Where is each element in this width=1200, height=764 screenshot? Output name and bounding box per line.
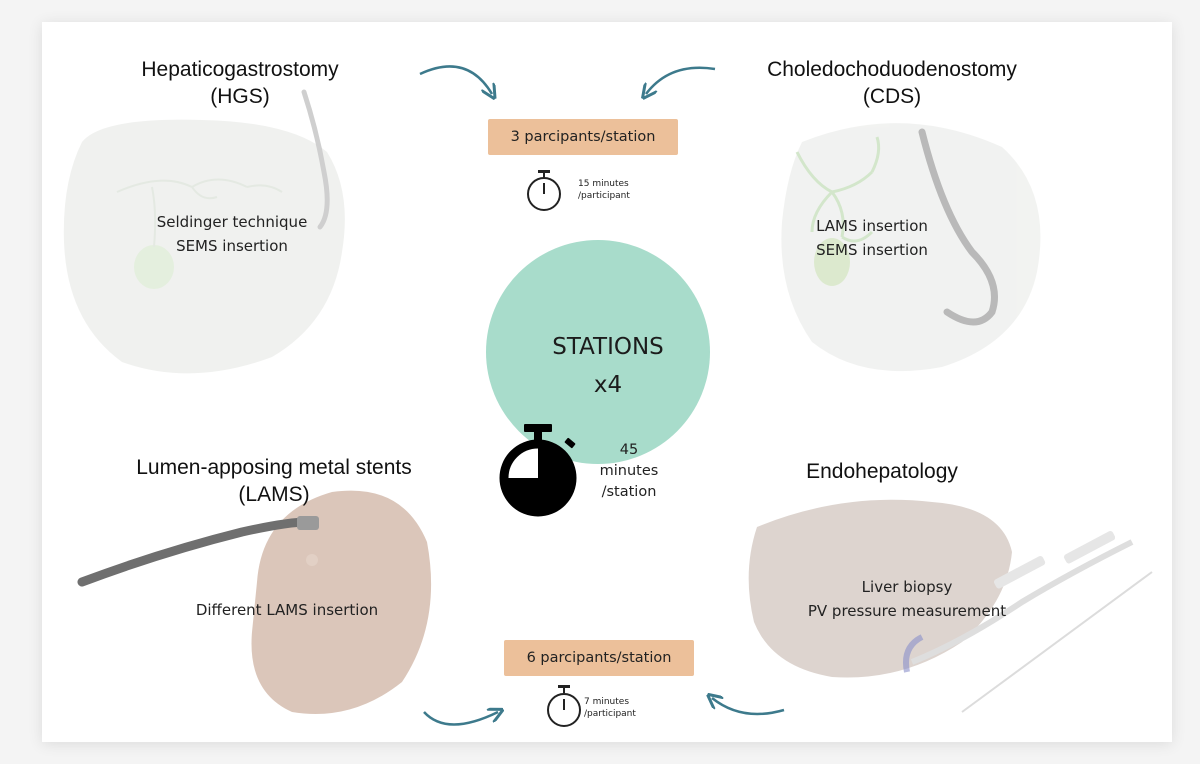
cds-desc-line2: SEMS insertion — [816, 241, 928, 259]
big-stopwatch-icon — [499, 424, 577, 517]
lams-title: Lumen-apposing metal stents (LAMS) — [104, 454, 444, 508]
endo-desc-line2: PV pressure measurement — [807, 602, 1007, 620]
stations-label: STATIONS — [552, 334, 664, 360]
top-timer-note: 15 minutes /participant — [578, 178, 630, 202]
stations-count: x4 — [593, 372, 623, 398]
top-timer-line2: /participant — [578, 191, 630, 201]
top-timer-line1: 15 minutes — [578, 179, 629, 189]
arrow-top-right — [646, 66, 716, 94]
stations-circle — [486, 240, 710, 464]
endo-title-line1: Endohepatology — [806, 460, 958, 483]
big-timer-value: 45 — [619, 442, 639, 458]
endo-desc-line1: Liver biopsy — [861, 578, 953, 596]
lams-description: Different LAMS insertion — [172, 598, 402, 622]
cds-title-line2: (CDS) — [862, 85, 922, 108]
big-timer-unit: minutes — [599, 463, 659, 479]
diagram-card: Hepaticogastrostomy (HGS) Seldinger tech… — [42, 22, 1172, 742]
cds-title: Choledochoduodenostomy (CDS) — [732, 56, 1052, 110]
big-timer-text: 45 minutes /station — [594, 440, 664, 503]
arrow-top-left — [419, 65, 492, 94]
bottom-timer-note: 7 minutes /participant — [584, 696, 636, 720]
cds-description: LAMS insertion SEMS insertion — [792, 214, 952, 262]
hgs-title-line1: Hepaticogastrostomy — [141, 58, 339, 81]
arrow-bottom-right — [712, 698, 785, 716]
cds-desc-line1: LAMS insertion — [816, 217, 928, 235]
bottom-participants-pill: 6 parcipants/station — [504, 640, 694, 676]
endo-description: Liver biopsy PV pressure measurement — [787, 575, 1027, 623]
cds-illustration — [781, 123, 1041, 372]
hgs-liver-illustration — [63, 89, 345, 374]
endo-title: Endohepatology — [782, 458, 982, 485]
top-participants-pill: 3 parcipants/station — [488, 119, 678, 155]
top-stopwatch-icon — [527, 170, 561, 211]
bottom-timer-line2: /participant — [584, 709, 636, 719]
cds-title-line1: Choledochoduodenostomy — [767, 58, 1017, 81]
arrow-bottom-left — [423, 712, 498, 726]
endo-illustration — [748, 499, 1153, 713]
illustration-layer — [63, 65, 1153, 727]
hgs-desc-line2: SEMS insertion — [176, 237, 288, 255]
hgs-description: Seldinger technique SEMS insertion — [132, 210, 332, 258]
lams-title-line2: (LAMS) — [238, 483, 310, 506]
hgs-desc-line1: Seldinger technique — [156, 213, 308, 231]
stations-center-text: STATIONS x4 — [498, 328, 718, 404]
lams-title-line1: Lumen-apposing metal stents — [136, 456, 412, 479]
lams-illustration — [77, 490, 432, 714]
hgs-title: Hepaticogastrostomy (HGS) — [90, 56, 390, 110]
big-timer-per: /station — [601, 484, 657, 500]
bottom-timer-line1: 7 minutes — [584, 697, 630, 707]
lams-desc-line1: Different LAMS insertion — [195, 601, 379, 619]
hgs-title-line2: (HGS) — [210, 85, 270, 108]
bottom-stopwatch-icon — [547, 685, 581, 727]
